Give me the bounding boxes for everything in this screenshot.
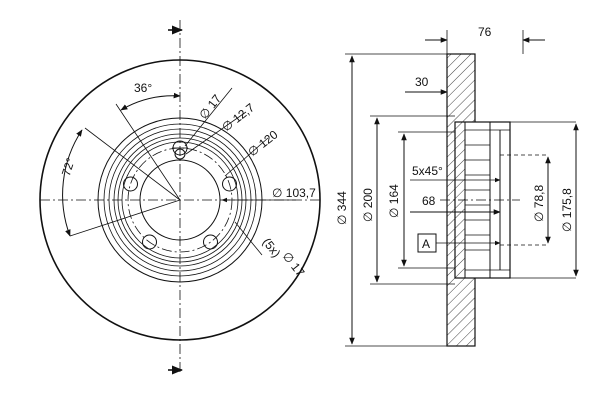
dimension-angle-36: 36° [134,81,152,95]
dimension-d-200: ∅ 200 [361,188,375,222]
dimension-angle-72: 72° [59,156,78,178]
bolt-hole [203,234,218,250]
dimension-depth-68: 68 [422,194,436,208]
datum-label: A [422,237,430,251]
dimension-d-103-7: ∅ 103,7 [272,186,316,200]
dimension-d-164: ∅ 164 [387,184,401,218]
dimension-hole-d17: ∅ 17 [196,92,224,122]
vent-ribs [465,129,510,271]
dimension-d-78-8: ∅ 78,8 [532,185,546,222]
dimension-d-12-7: ∅ 12,7 [219,100,257,134]
outer-disc-edge [39,59,321,341]
bolt-hole [222,176,237,192]
dimension-pcd-120: ∅ 120 [245,127,281,159]
side-section-view: 76 30 ∅ 344 ∅ 200 ∅ 164 5x45° 68 A ∅ 78,… [335,25,579,347]
bolt-hole [142,234,157,250]
bolt-hole [123,176,138,192]
center-bore [139,159,221,241]
dimension-hole-d17-bottom: ∅ 17 [280,249,308,279]
front-view: 36° 72° ∅ 17 ∅ 12,7 ∅ 120 ∅ 103,7 (5x) ∅… [39,20,322,375]
dimension-chamfer: 5x45° [412,164,443,178]
dimension-d-175-8: ∅ 175,8 [560,188,574,232]
dimension-d-344: ∅ 344 [335,191,349,225]
dimension-bolt-count: (5x) [260,235,284,260]
bolt-holes [123,140,237,250]
dimension-width-76: 76 [478,25,492,39]
locating-hole [174,148,186,160]
dimension-offset-30: 30 [415,75,429,89]
